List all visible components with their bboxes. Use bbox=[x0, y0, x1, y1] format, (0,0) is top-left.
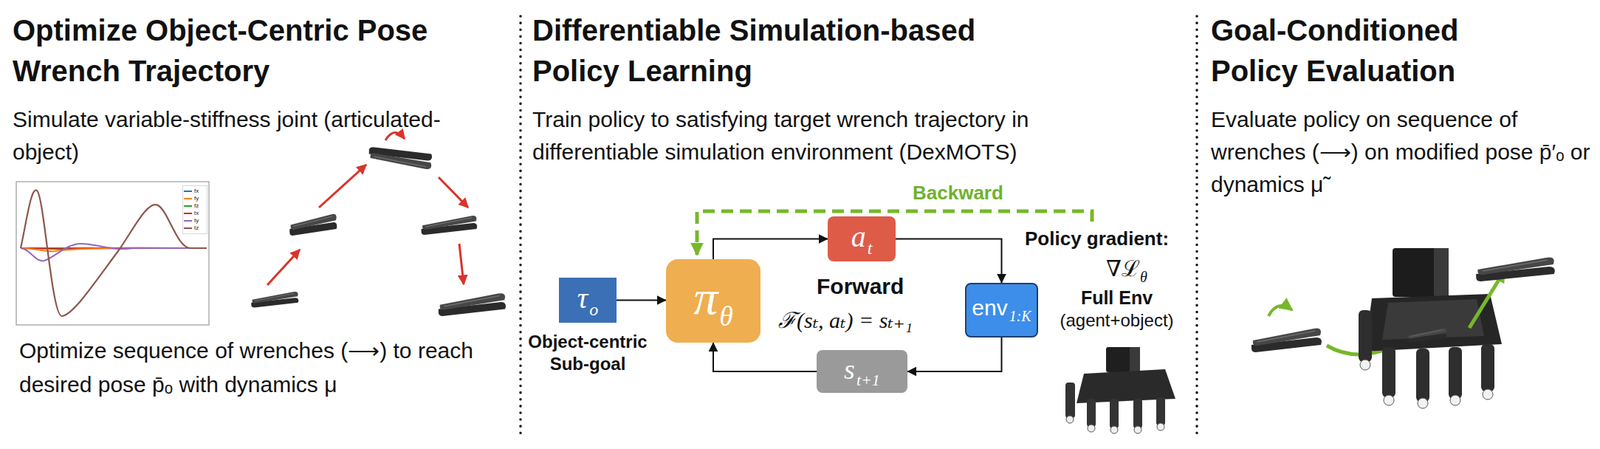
legend-swatch bbox=[183, 205, 192, 207]
node-text: at bbox=[851, 219, 873, 259]
node-subscript: t+1 bbox=[856, 370, 881, 390]
legend-row: tz bbox=[183, 224, 206, 232]
node-subscript: 1:K bbox=[1009, 307, 1032, 325]
legend-swatch bbox=[183, 190, 192, 192]
panel-text: Optimize sequence of wrenches (⟶) to rea… bbox=[19, 333, 500, 402]
subgoal-box: τo bbox=[558, 277, 617, 323]
annotation: (agent+object) bbox=[1048, 309, 1186, 332]
box-caption: Object-centric Sub-goal bbox=[519, 330, 656, 376]
node-symbol: τ bbox=[577, 281, 588, 315]
node-subscript: o bbox=[589, 299, 599, 319]
edge-label: Forward bbox=[816, 273, 904, 300]
legend-row: fz bbox=[183, 202, 206, 210]
env-caption: Full Env(agent+object) bbox=[1048, 286, 1186, 332]
panel-text: Simulate variable-stiffness joint (artic… bbox=[12, 103, 456, 169]
action-box: at bbox=[827, 216, 896, 262]
legend-swatch bbox=[183, 212, 192, 215]
node-text: πθ bbox=[693, 269, 734, 332]
flow-arrow bbox=[713, 239, 828, 260]
legend-swatch bbox=[183, 197, 192, 200]
panel-text: Train policy to satisfying target wrench… bbox=[532, 103, 1146, 169]
annotation: Full Env bbox=[1048, 286, 1186, 310]
node-symbol: a bbox=[851, 220, 867, 254]
edge-label: Backward bbox=[912, 181, 1004, 205]
node-text: τo bbox=[577, 280, 599, 320]
node-symbol: env bbox=[971, 295, 1008, 320]
legend-row: fx bbox=[183, 187, 206, 195]
robot-hand bbox=[1065, 347, 1176, 434]
panel-separator bbox=[519, 16, 523, 438]
legend-text: fx bbox=[194, 187, 199, 195]
panel-title: Differentiable Simulation-based Policy L… bbox=[532, 10, 1050, 92]
stapler-trajectory bbox=[251, 132, 506, 317]
loss-gradient: ∇ℒθ bbox=[1106, 252, 1148, 286]
state-box: st+1 bbox=[816, 349, 908, 393]
node-symbol: π bbox=[693, 270, 718, 325]
flow-arrow bbox=[616, 299, 666, 302]
flow-arrow bbox=[895, 239, 1002, 284]
legend-text: ty bbox=[194, 217, 199, 225]
annotation: Policy gradient: bbox=[1024, 227, 1169, 251]
node-text: env1:K bbox=[971, 295, 1031, 325]
formula-subscript: θ bbox=[1140, 268, 1148, 286]
panel-text: Evaluate policy on sequence of wrenches … bbox=[1210, 103, 1595, 201]
legend-row: tx bbox=[183, 209, 206, 218]
evaluation-illustration bbox=[1251, 248, 1555, 409]
legend-text: tx bbox=[194, 209, 199, 218]
formula: ∇ℒ bbox=[1106, 256, 1141, 281]
panel-separator bbox=[1195, 16, 1199, 438]
flow-arrow bbox=[907, 337, 1002, 372]
wrench-plot bbox=[16, 181, 209, 325]
formula: ℱ(sₜ, aₜ) = sₜ₊₁ bbox=[778, 304, 913, 335]
environment-box: env1:K bbox=[965, 282, 1039, 338]
panel-title: Goal-Conditioned Policy Evaluation bbox=[1210, 10, 1551, 92]
legend-row: ty bbox=[183, 217, 206, 225]
policy-box: πθ bbox=[665, 259, 761, 343]
plot-legend: fxfyfztxtytz bbox=[182, 185, 208, 235]
legend-swatch bbox=[183, 227, 192, 229]
panel-title: Optimize Object-Centric Pose Wrench Traj… bbox=[12, 10, 530, 92]
legend-text: fz bbox=[194, 202, 199, 210]
node-subscript: t bbox=[867, 238, 873, 258]
legend-text: tz bbox=[194, 224, 199, 232]
legend-swatch bbox=[183, 220, 192, 222]
node-subscript: θ bbox=[719, 300, 734, 332]
node-symbol: s bbox=[843, 353, 856, 385]
node-text: st+1 bbox=[843, 352, 881, 390]
legend-row: fy bbox=[183, 194, 206, 203]
legend-text: fy bbox=[194, 194, 199, 203]
flow-arrow bbox=[713, 342, 817, 372]
